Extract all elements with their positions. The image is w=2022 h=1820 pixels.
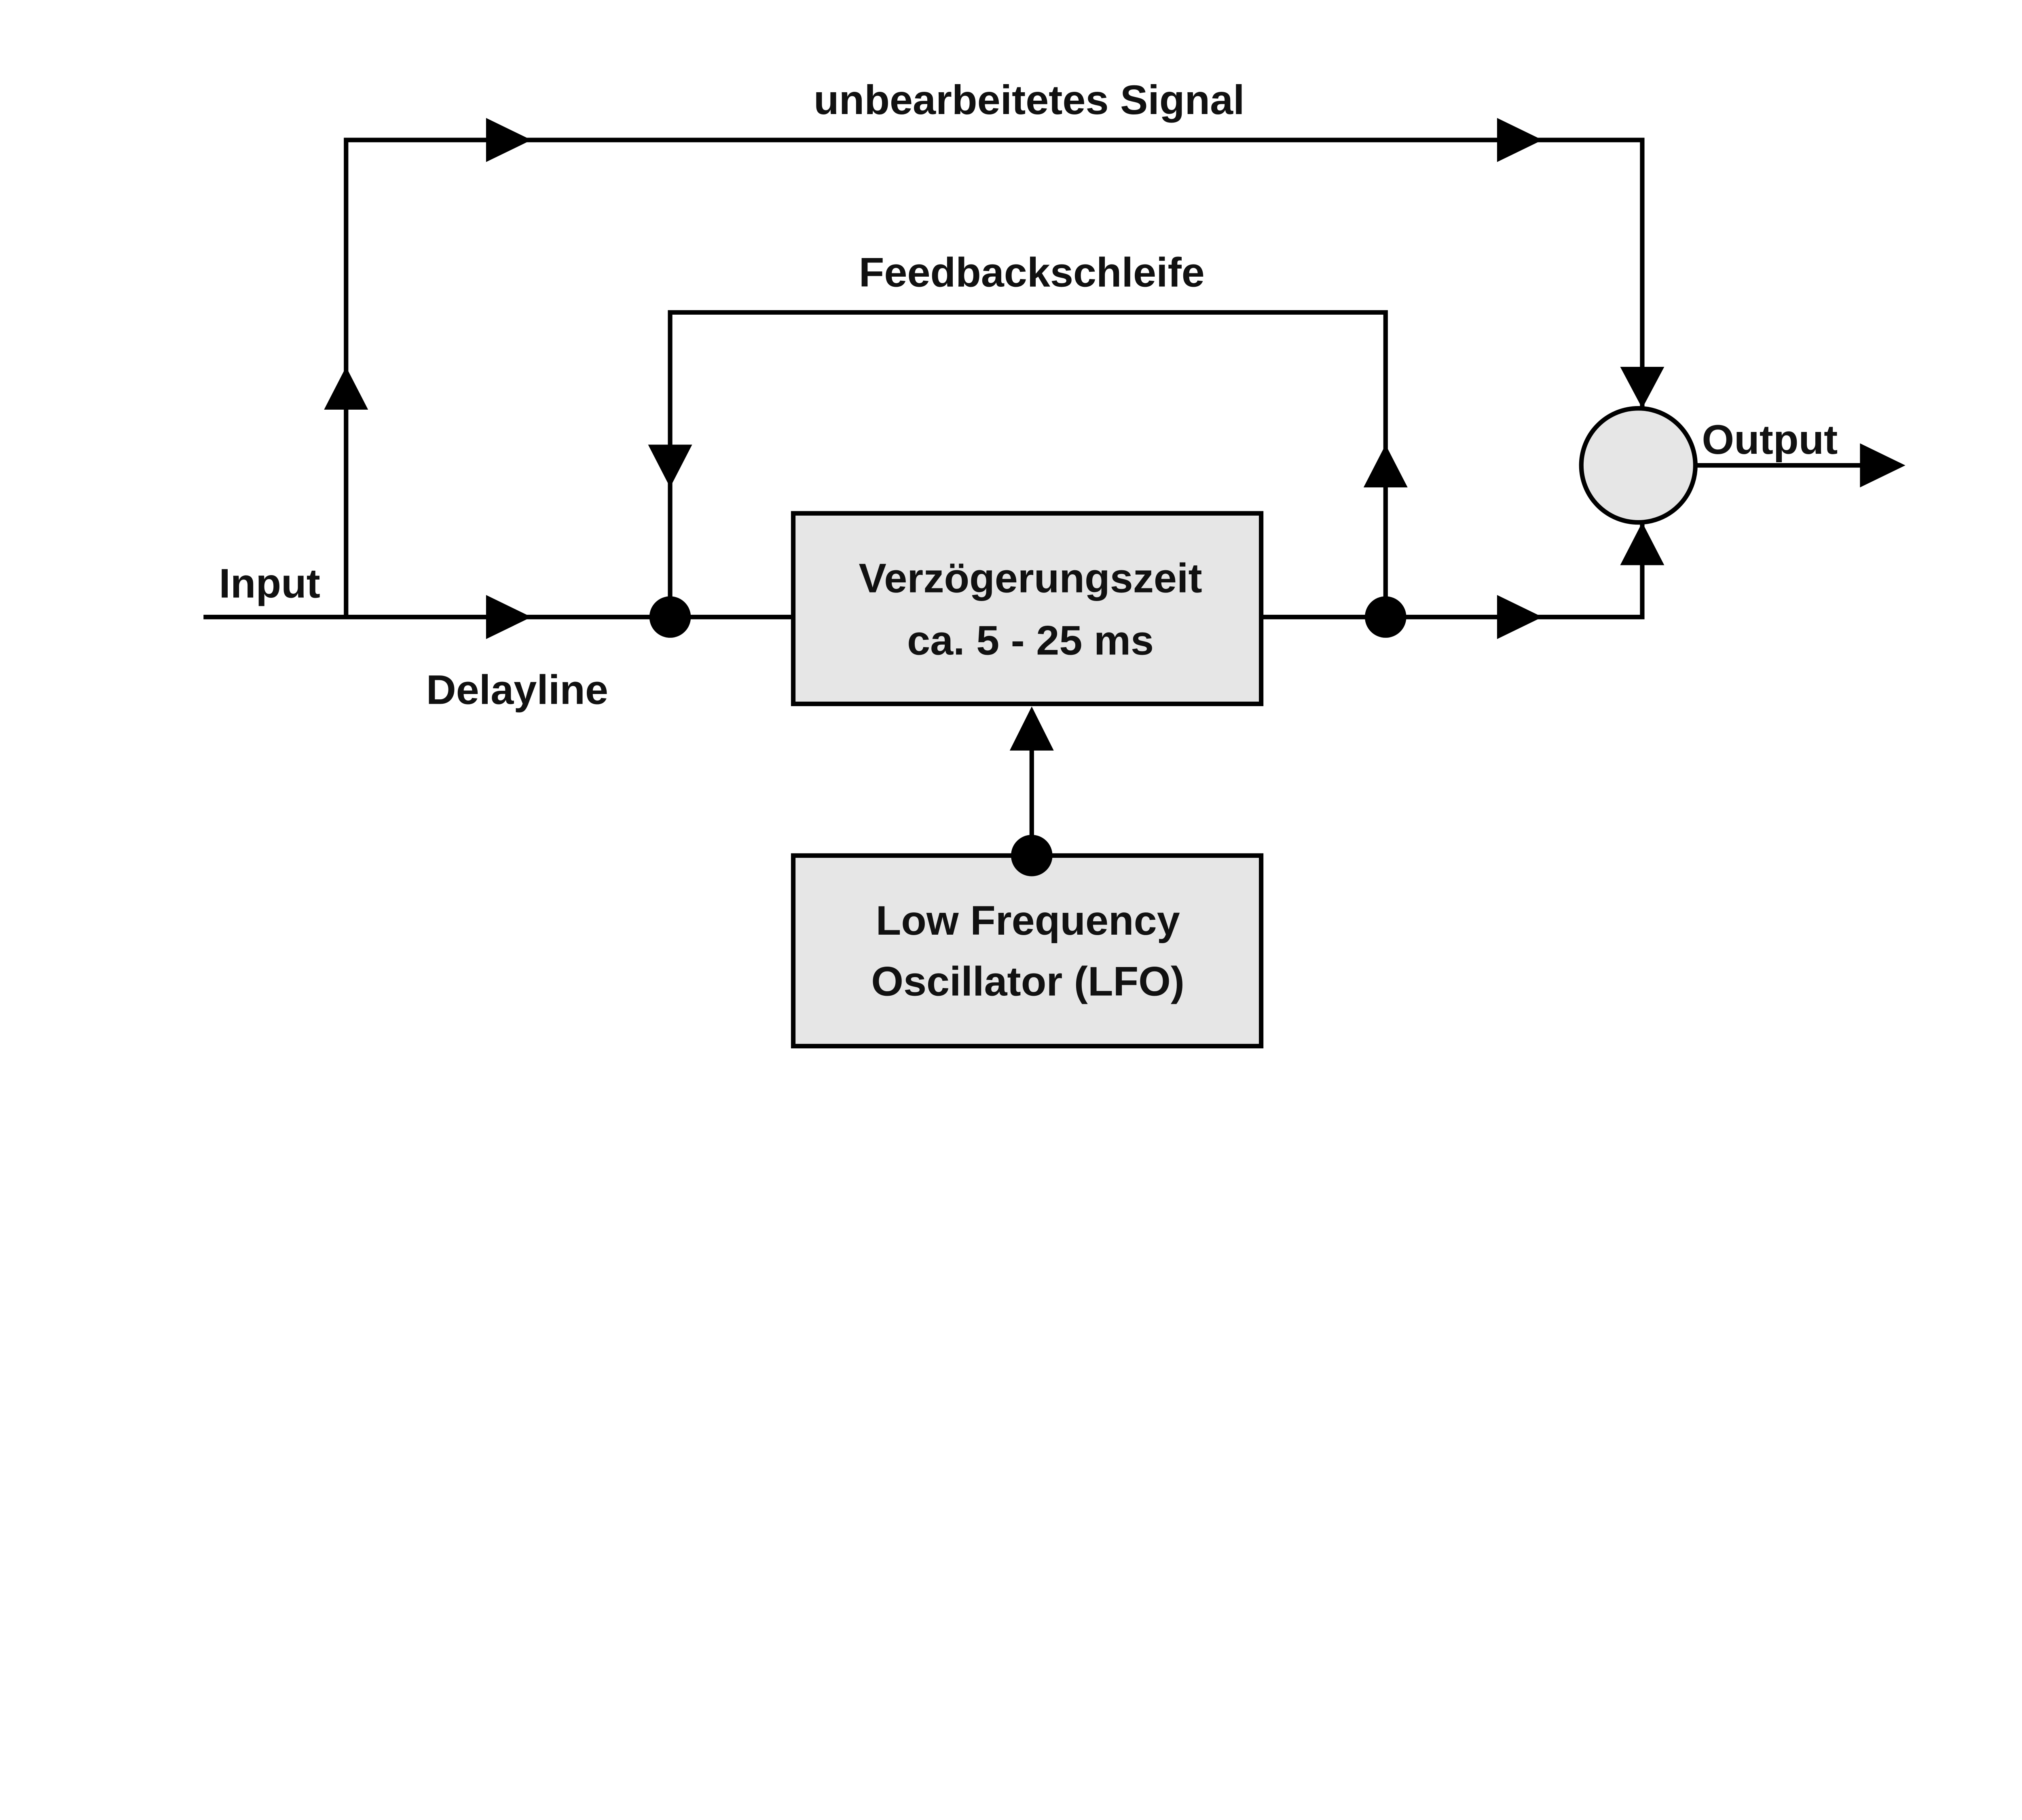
junction-node [1011, 835, 1053, 876]
mixer-summing-node [1579, 406, 1698, 525]
arrow-right-icon [1497, 595, 1543, 639]
delay-box-line1: Verzögerungszeit [859, 555, 1202, 601]
junction-node [1365, 596, 1407, 638]
lfo-box [791, 853, 1264, 1049]
arrow-right-icon [1497, 118, 1543, 162]
arrow-right-icon [486, 118, 532, 162]
arrow-down-icon [1620, 367, 1665, 408]
delay-box-line2: ca. 5 - 25 ms [907, 617, 1154, 664]
delay-time-box [791, 511, 1264, 706]
lfo-box-line2: Oscillator (LFO) [871, 958, 1184, 1005]
arrow-down-icon [648, 444, 692, 488]
junction-node [649, 596, 691, 638]
arrow-right-icon [1860, 443, 1906, 488]
arrow-right-icon [486, 595, 532, 639]
dry-signal-label: unbearbeitetes Signal [814, 76, 1245, 123]
feedback-label: Feedbackschleife [859, 249, 1205, 295]
delayline-label: Delayline [426, 666, 608, 713]
lfo-box-line1: Low Frequency [876, 897, 1180, 944]
arrow-up-icon [1009, 706, 1054, 751]
flanger-block-diagram: Verzögerungszeit ca. 5 - 25 ms Low Frequ… [203, 76, 1906, 1049]
output-label: Output [1702, 416, 1838, 463]
arrow-up-icon [1620, 522, 1665, 565]
arrow-up-icon [324, 367, 368, 410]
delay-output-path [1261, 522, 1645, 620]
arrow-up-icon [1363, 444, 1408, 488]
input-label: Input [219, 560, 320, 607]
